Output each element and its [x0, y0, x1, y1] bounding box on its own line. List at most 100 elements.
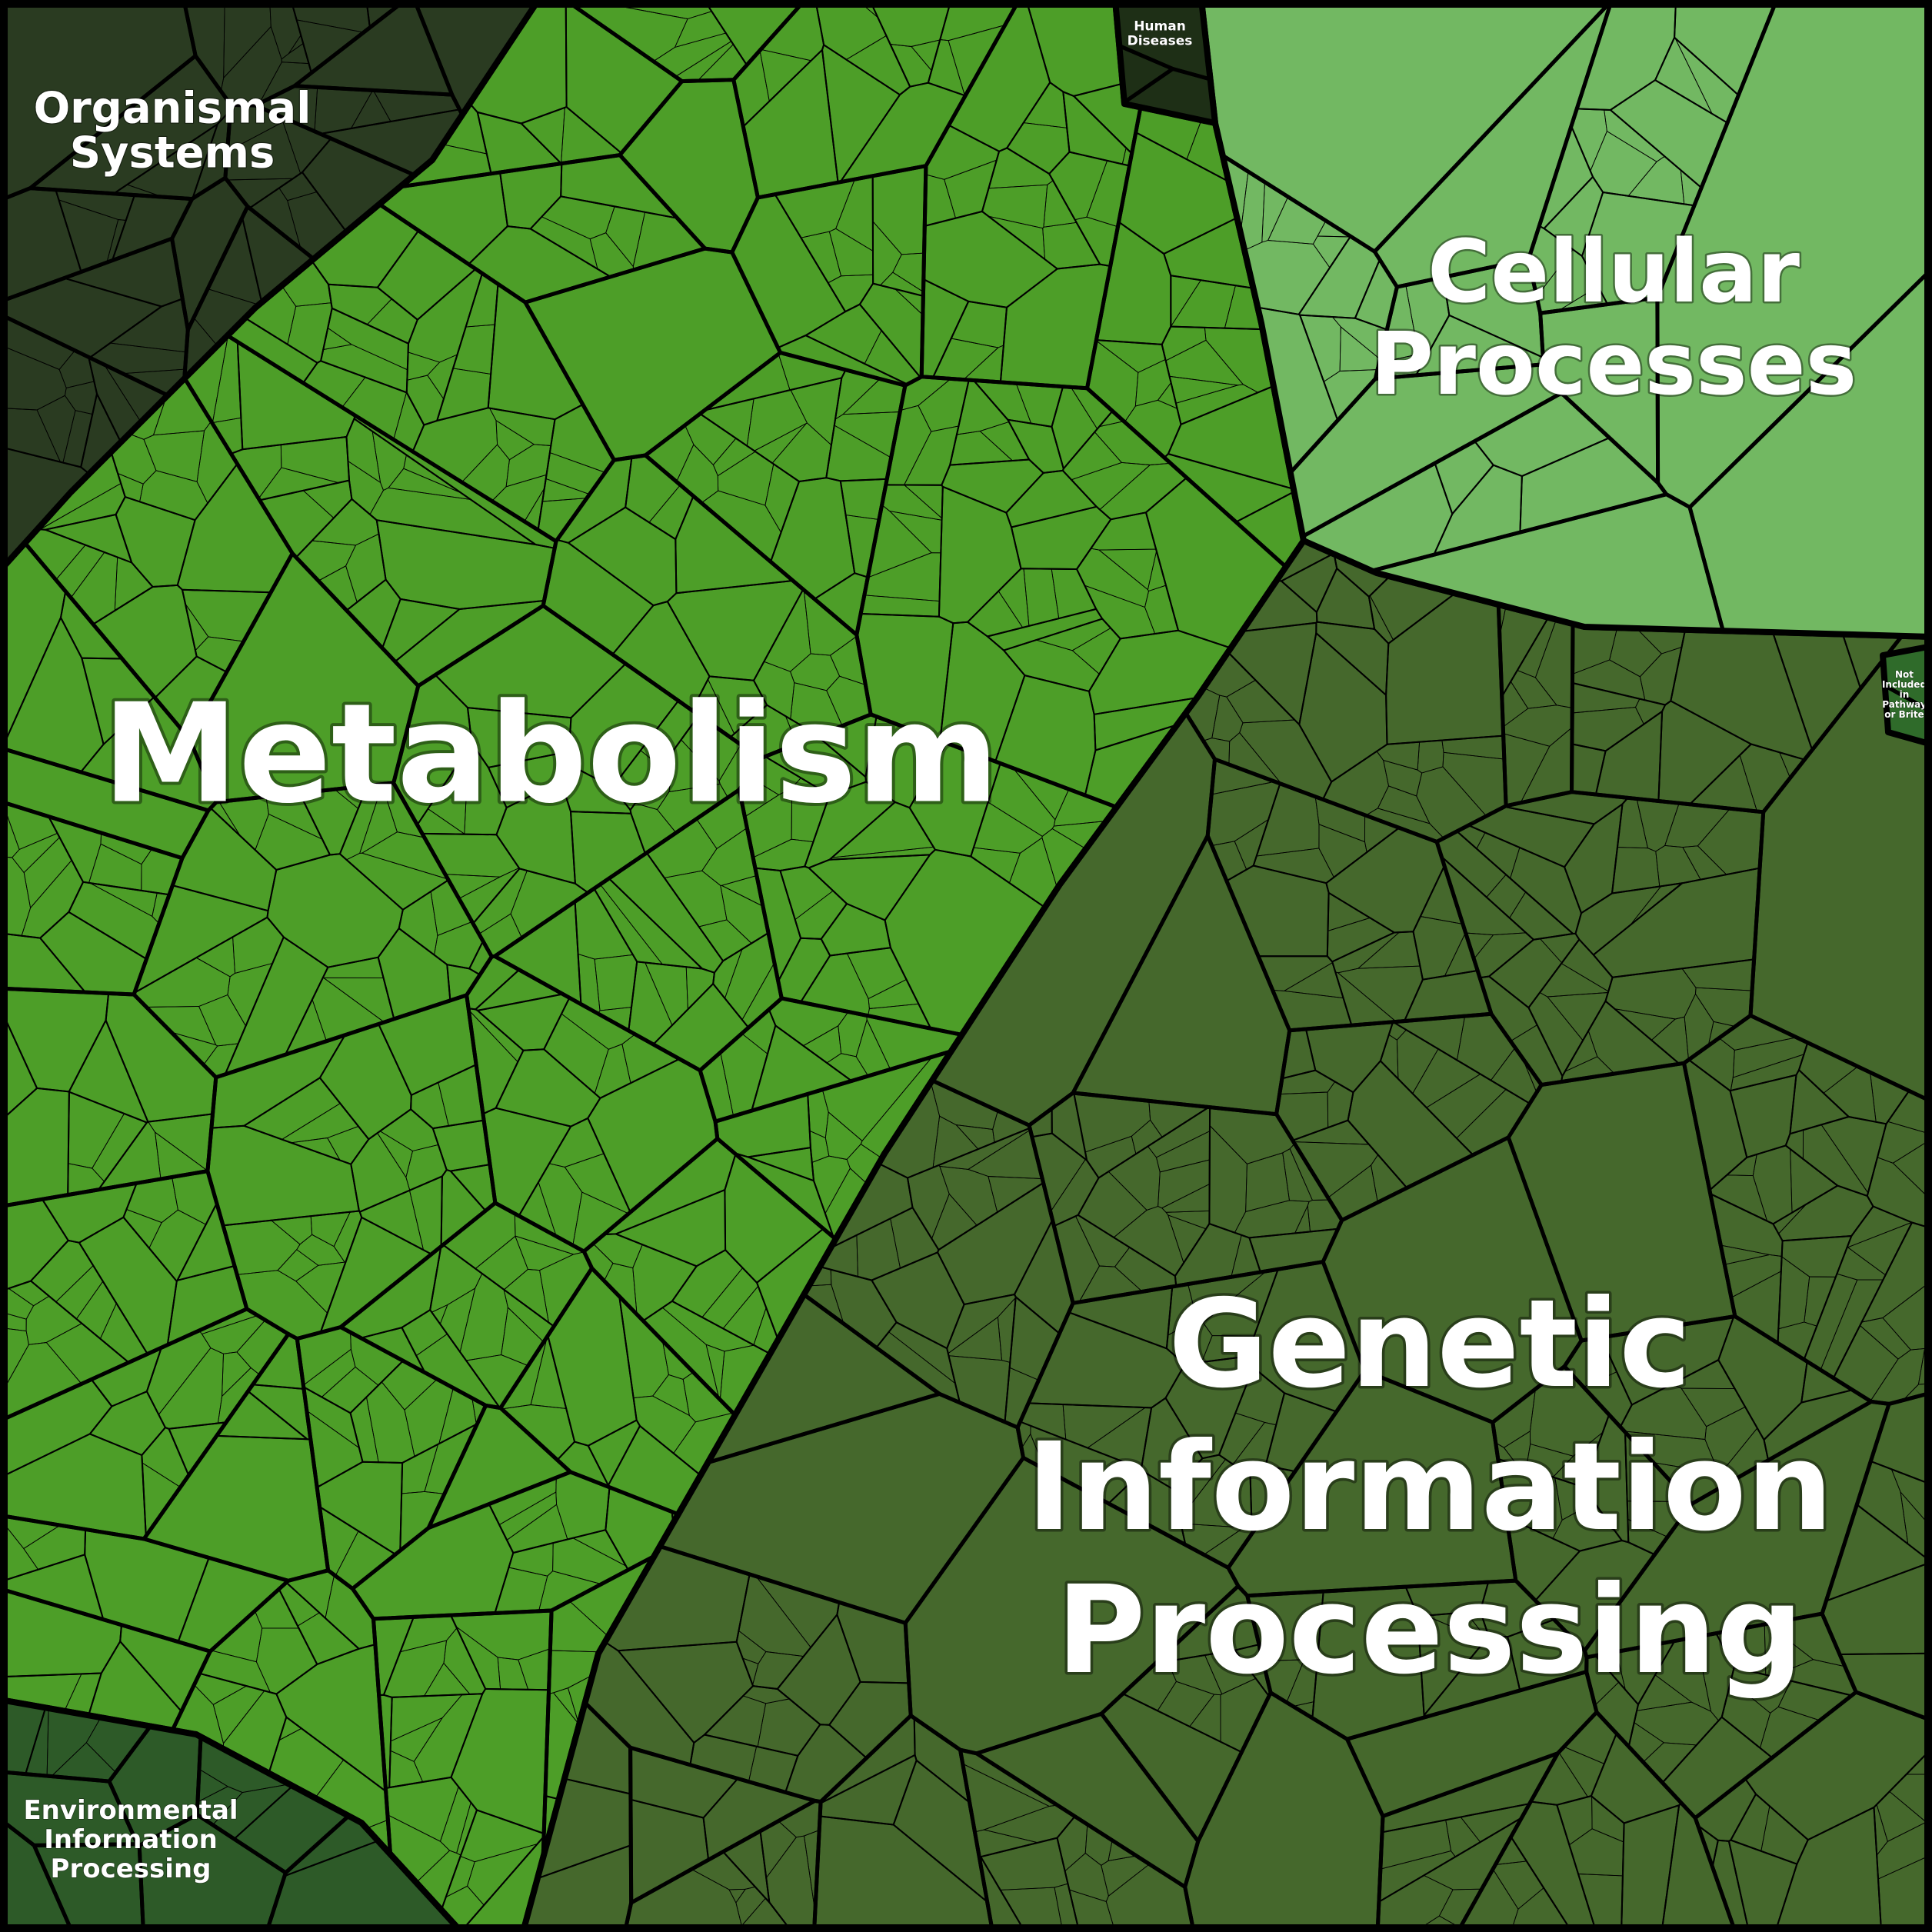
voronoi-cell-level-2: [564, 1701, 631, 1795]
voronoi-cell-level-3: [1730, 1054, 1804, 1091]
voronoi-cell-level-3: [1272, 989, 1352, 1031]
voronoi-cell-level-2: [80, 696, 218, 811]
voronoi-cell-level-3: [1042, 222, 1101, 269]
voronoi-cell-level-2: [1582, 1414, 1630, 1544]
region-label-line: Information: [44, 1824, 218, 1855]
voronoi-cell-level-3: [790, 682, 843, 736]
voronoi-cell-level-3: [932, 338, 999, 381]
voronoi-cell-level-2: [608, 851, 724, 974]
voronoi-cell-level-3: [1510, 670, 1557, 709]
region-cellular-processes: [1198, 0, 1932, 640]
voronoi-cell-level-2: [1434, 440, 1494, 515]
region-label-line: Systems: [70, 128, 275, 178]
region-genetic-information-processing: [520, 538, 1932, 1932]
voronoi-cell-level-2: [0, 1587, 122, 1678]
region-organismal-systems: [0, 0, 541, 574]
voronoi-cell-level-3: [811, 1155, 851, 1214]
voronoi-cell-level-3: [1707, 1021, 1736, 1047]
voronoi-cell-level-3: [755, 1576, 840, 1648]
voronoi-cell-level-2: [565, 0, 683, 155]
voronoi-cell-level-3: [207, 217, 262, 305]
region-label-line: Processing: [51, 1854, 212, 1884]
voronoi-cell-level-3: [1383, 760, 1423, 797]
voronoi-cell-level-3: [1760, 1805, 1809, 1865]
voronoi-cell-level-2: [68, 1019, 149, 1124]
voronoi-cell-level-2: [1311, 1586, 1425, 1740]
voronoi-cell-level-3: [405, 1144, 448, 1191]
voronoi-cell-level-2: [482, 1107, 572, 1217]
voronoi-cell-level-3: [1157, 1681, 1215, 1727]
voronoi-cell-level-3: [1568, 1828, 1624, 1877]
region-label-line: Included: [1882, 679, 1927, 690]
voronoi-cell-level-3: [869, 0, 951, 47]
voronoi-cell-level-2: [133, 884, 269, 994]
voronoi-cell-level-3: [1019, 1402, 1067, 1441]
voronoi-cell-level-3: [388, 468, 471, 500]
voronoi-cell-level-3: [1122, 1661, 1177, 1711]
voronoi-cell-level-3: [1161, 326, 1207, 361]
voronoi-cell-level-2: [1543, 175, 1604, 257]
voronoi-cell-level-3: [1247, 1591, 1324, 1661]
voronoi-cell-level-3: [1438, 1888, 1483, 1928]
voronoi-cell-level-3: [1087, 340, 1139, 423]
voronoi-cell-level-3: [1166, 1318, 1213, 1365]
voronoi-cell-level-3: [133, 957, 231, 1008]
voronoi-cell-level-1: [974, 1711, 1201, 1889]
voronoi-cell-level-2: [1249, 1464, 1296, 1534]
labels-layer: MetabolismGeneticInformationProcessingCe…: [23, 18, 1927, 1885]
voronoi-cell-level-2: [495, 1048, 601, 1128]
voronoi-cell-level-3: [236, 1270, 328, 1340]
voronoi-cell-level-3: [1113, 1206, 1184, 1277]
voronoi-cell-level-2: [560, 764, 632, 814]
voronoi-cell-level-3: [417, 808, 465, 835]
voronoi-cell-level-2: [948, 0, 1051, 152]
voronoi-cell-level-3: [1185, 687, 1221, 741]
voronoi-cell-level-3: [1442, 751, 1507, 817]
voronoi-cell-level-3: [445, 874, 501, 899]
voronoi-cell-level-3: [785, 715, 819, 744]
voronoi-cell-level-2: [587, 1058, 718, 1214]
voronoi-cell-level-2: [908, 742, 1001, 858]
voronoi-cell-level-2: [1051, 1092, 1088, 1161]
region-label-line: Human: [1134, 19, 1186, 35]
voronoi-cell-level-2: [88, 1391, 166, 1456]
voronoi-cell-level-3: [1220, 1677, 1270, 1753]
voronoi-cell-level-3: [572, 1529, 627, 1567]
voronoi-cell-level-3: [290, 0, 371, 33]
voronoi-cell-level-1: [107, 1724, 203, 1848]
voronoi-cell-level-3: [1605, 968, 1697, 1020]
voronoi-cell-level-3: [328, 284, 392, 325]
voronoi-cell-level-3: [1071, 461, 1151, 511]
voronoi-cell-level-2: [978, 1856, 1026, 1932]
voronoi-cell-level-3: [346, 418, 381, 483]
region-label-line: or Brite: [1884, 709, 1924, 720]
voronoi-cell-level-3: [372, 89, 460, 122]
voronoi-cell-level-3: [1087, 1407, 1152, 1470]
voronoi-cell-level-1: [1117, 44, 1175, 105]
voronoi-cell-level-3: [938, 1128, 1031, 1170]
voronoi-cell-level-3: [269, 0, 301, 60]
voronoi-cell-level-1: [705, 1292, 941, 1465]
voronoi-cell-level-3: [296, 1234, 345, 1266]
voronoi-cell-level-3: [1634, 1701, 1719, 1746]
voronoi-cell-level-3: [1554, 1477, 1591, 1521]
voronoi-cell-level-3: [100, 832, 153, 865]
voronoi-cell-level-3: [1587, 1001, 1681, 1074]
voronoi-cell-level-3: [553, 1687, 580, 1725]
voronoi-cell-level-3: [904, 425, 959, 486]
voronoi-cell-level-2: [60, 590, 123, 660]
voronoi-cell-level-3: [303, 1386, 360, 1448]
voronoi-cell-level-2: [265, 1840, 462, 1932]
voronoi-cell-level-1: [1370, 492, 1725, 633]
region-label-line: Genetic: [1168, 1274, 1691, 1415]
voronoi-cell-level-3: [645, 962, 688, 1026]
voronoi-cell-level-3: [1571, 108, 1607, 172]
voronoi-cell-level-3: [285, 1570, 335, 1619]
region-label-line: Not: [1895, 669, 1914, 680]
voronoi-cell-level-2: [394, 600, 545, 687]
